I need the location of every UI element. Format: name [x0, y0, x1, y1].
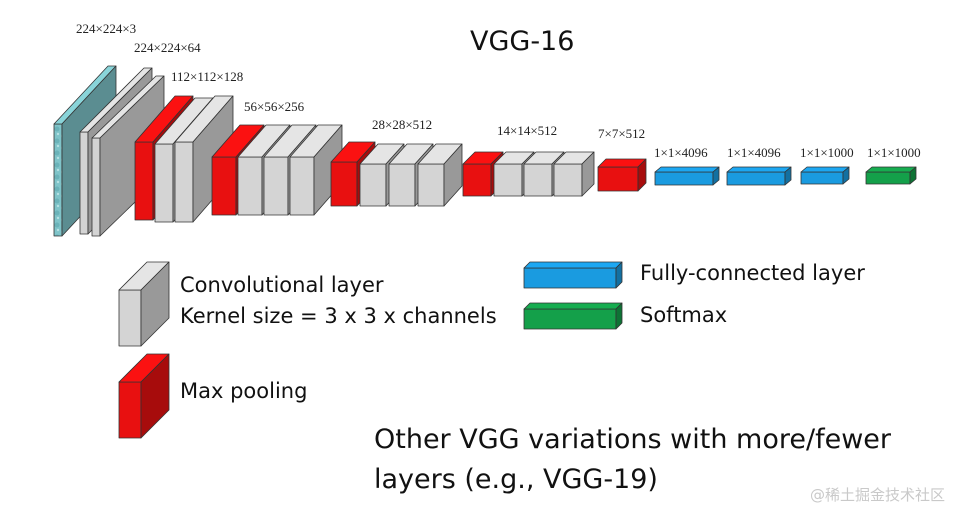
conv1-block-b — [91, 75, 165, 237]
dim-label-conv4: 28×28×512 — [372, 117, 432, 132]
fc3-block — [800, 166, 850, 185]
variations-note-line2: layers (e.g., VGG-19) — [374, 464, 658, 495]
dim-label-conv5: 14×14×512 — [497, 123, 557, 138]
variations-note-line1: Other VGG variations with more/fewer — [374, 424, 891, 455]
legend-conv-kernel: Kernel size = 3 x 3 x channels — [180, 304, 497, 328]
conv5-block-c — [553, 151, 595, 197]
dim-label-fc1: 1×1×4096 — [654, 145, 708, 160]
legend-pool-icon — [118, 353, 170, 439]
watermark: @稀土掘金技术社区 — [810, 486, 946, 504]
conv4-block-c — [417, 143, 463, 207]
legend-fc-icon — [523, 261, 623, 289]
dim-label-fc3: 1×1×1000 — [800, 145, 854, 160]
dim-label-softmax: 1×1×1000 — [867, 145, 921, 160]
legend-softmax-icon — [523, 302, 623, 330]
dim-label-pool5: 7×7×512 — [598, 126, 645, 141]
legend-conv-icon — [118, 261, 170, 347]
dimension-labels: 224×224×3 224×224×64 112×112×128 56×56×2… — [76, 21, 921, 160]
legend-conv-label: Convolutional layer Kernel size = 3 x 3 … — [180, 270, 497, 332]
dim-label-fc2: 1×1×4096 — [727, 145, 781, 160]
legend-icons — [118, 261, 623, 439]
legend-pool-label: Max pooling — [180, 379, 308, 403]
dim-label-conv2: 112×112×128 — [171, 69, 243, 84]
dim-label-conv3: 56×56×256 — [244, 99, 305, 114]
diagram-title: VGG-16 — [470, 26, 575, 57]
softmax-block — [865, 166, 917, 185]
layer-blocks — [53, 65, 917, 237]
pool5-block — [597, 158, 647, 192]
dim-label-conv1: 224×224×64 — [134, 40, 201, 55]
legend-softmax-label: Softmax — [640, 303, 728, 327]
variations-note: Other VGG variations with more/fewer lay… — [374, 420, 891, 500]
conv3-block-c — [289, 124, 343, 216]
dim-label-input: 224×224×3 — [76, 21, 136, 36]
legend-conv-title: Convolutional layer — [180, 273, 384, 297]
legend-fc-label: Fully-connected layer — [640, 261, 865, 285]
fc2-block — [726, 166, 792, 186]
fc1-block — [654, 166, 720, 186]
